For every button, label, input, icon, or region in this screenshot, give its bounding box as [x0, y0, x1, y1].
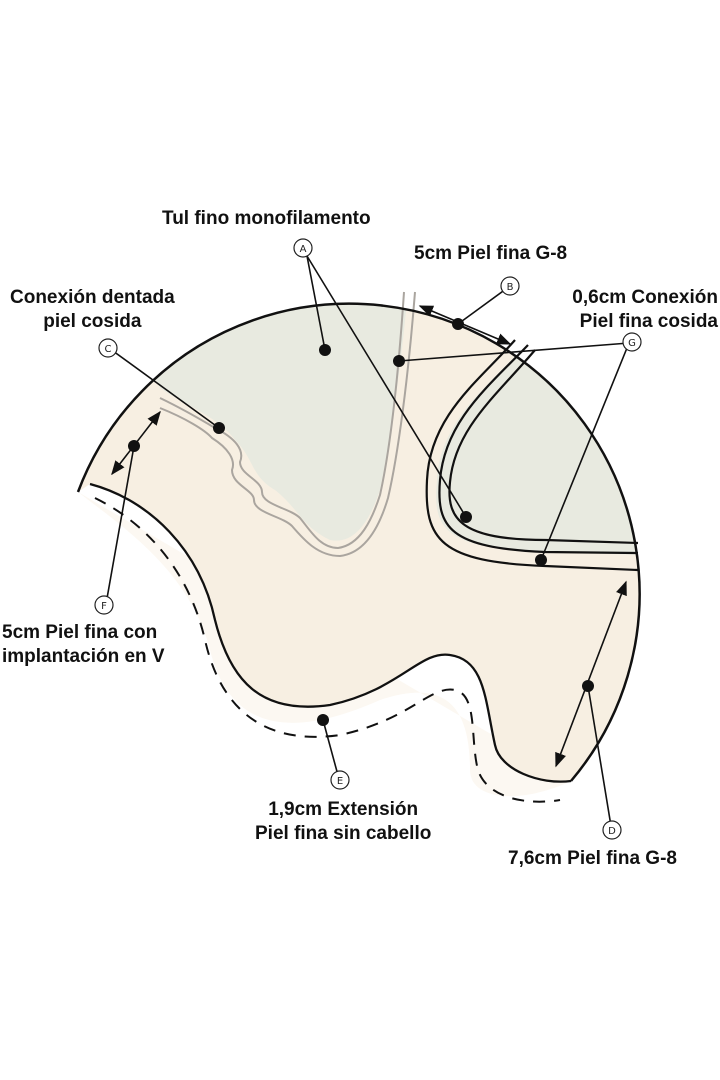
base-edge	[89, 482, 572, 783]
marker-d: D	[602, 820, 622, 840]
svg-text:B: B	[507, 282, 514, 293]
label-f: 5cm Piel fina con implantación en V	[2, 621, 165, 669]
back-mono-border	[425, 339, 639, 572]
label-e-line-1: 1,9cm Extensión	[268, 799, 419, 820]
label-f-line-2: implantación en V	[2, 646, 165, 667]
leader-lines	[105, 255, 630, 827]
label-g-line-1: 0,6cm Conexión	[572, 287, 718, 308]
svg-text:D: D	[608, 826, 616, 837]
extension-dashed-edge	[94, 497, 561, 803]
arrow-b	[418, 305, 512, 345]
label-g: 0,6cm Conexión Piel fina cosida	[572, 286, 718, 334]
label-b: 5cm Piel fina G-8	[414, 242, 567, 266]
marker-e: E	[330, 770, 350, 790]
letter-markers: A B C G F E D	[94, 238, 642, 840]
label-e-line-2: Piel fina sin cabello	[255, 823, 432, 844]
front-mono-zone	[120, 303, 410, 541]
arrow-d	[555, 580, 627, 768]
marker-b: B	[500, 276, 520, 296]
marker-g: G	[622, 332, 642, 352]
label-a-line-1: Tul fino monofilamento	[162, 208, 371, 229]
label-b-line-1: 5cm Piel fina G-8	[414, 243, 568, 264]
label-c: Conexión dentada piel cosida	[10, 286, 175, 334]
marker-f: F	[94, 595, 114, 615]
label-c-line-1: Conexión dentada	[10, 287, 175, 308]
svg-text:C: C	[105, 344, 112, 355]
label-g-line-2: Piel fina cosida	[579, 311, 718, 332]
svg-text:F: F	[101, 601, 107, 612]
label-c-line-2: piel cosida	[43, 311, 142, 332]
svg-text:A: A	[300, 244, 307, 255]
svg-text:G: G	[628, 338, 636, 349]
label-d-line-1: 7,6cm Piel fina G-8	[508, 848, 677, 869]
marker-c: C	[98, 338, 118, 358]
label-d: 7,6cm Piel fina G-8	[508, 847, 677, 871]
point-dots	[128, 318, 594, 726]
svg-text:E: E	[337, 776, 343, 787]
label-a: Tul fino monofilamento	[162, 207, 371, 231]
label-f-line-1: 5cm Piel fina con	[2, 622, 158, 643]
label-e: 1,9cm Extensión Piel fina sin cabello	[255, 798, 431, 846]
front-mono-edge	[159, 291, 416, 558]
marker-a: A	[293, 238, 313, 258]
